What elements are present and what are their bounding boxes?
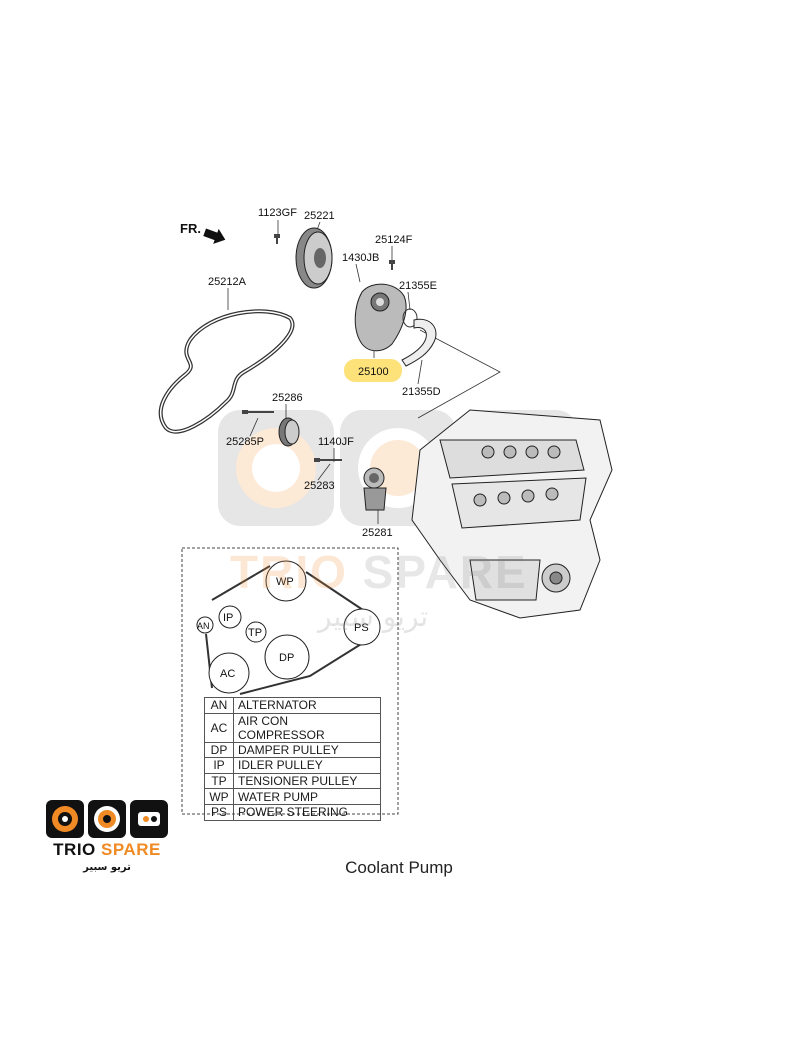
legend-code: DP (204, 741, 234, 759)
brand-name-part2: SPARE (101, 840, 161, 859)
legend-code: TP (204, 772, 234, 790)
legend-code: AC (204, 712, 234, 743)
gasket-ring-icon (402, 308, 418, 328)
label-25283: 25283 (304, 480, 335, 492)
bolt-icon (242, 234, 395, 462)
watermark-part2: SPARE (362, 546, 528, 598)
pulley-ip-label: IP (223, 612, 233, 624)
label-25285p: 25285P (226, 436, 264, 448)
label-21355d: 21355D (402, 386, 441, 398)
pulley-ps-label: PS (354, 622, 369, 634)
brand-name-arabic: تريو سبير (83, 862, 131, 873)
legend-code: PS (204, 803, 234, 821)
belt-highlight (160, 310, 294, 433)
gasket-icon (401, 318, 437, 367)
legend-name: ALTERNATOR (233, 697, 381, 714)
watermark-arabic: تريو سبير (318, 600, 429, 633)
pulley-dp-label: DP (279, 652, 294, 664)
label-25124f: 25124F (375, 234, 413, 246)
label-1140jf: 1140JF (318, 436, 354, 448)
watermark-text: TRIO SPARE (230, 545, 528, 599)
routing-pulley-labels: WP IP AN TP PS DP AC (197, 576, 369, 680)
legend-code: AN (204, 697, 234, 714)
legend-name: AIR CON COMPRESSOR (233, 712, 381, 743)
water-pump-pulley-icon (295, 227, 333, 289)
tensioner-icon (363, 467, 387, 511)
page-caption: Coolant Pump (345, 858, 453, 877)
label-25212a: 25212A (208, 276, 247, 288)
label-25221: 25221 (304, 210, 335, 222)
front-arrow-icon (203, 228, 226, 244)
idler-pulley-icon (278, 417, 300, 447)
label-25286: 25286 (272, 392, 303, 404)
highlight-25100 (344, 359, 402, 382)
pulley-wp-label: WP (276, 576, 294, 588)
pulley-an-label: AN (197, 621, 210, 631)
legend-code: IP (204, 757, 234, 774)
legend-code: WP (204, 788, 234, 805)
brand-name-part1: TRIO (53, 840, 96, 859)
legend-name: TENSIONER PULLEY (233, 772, 381, 790)
pulley-tp-label: TP (248, 627, 262, 639)
routing-belt-icon (205, 565, 375, 695)
brand-logo-icon (46, 800, 168, 838)
brand-name: TRIO SPARE (46, 840, 168, 860)
front-marker: FR. (180, 221, 201, 236)
legend-name: DAMPER PULLEY (233, 741, 381, 759)
legend-name: POWER STEERING (233, 803, 381, 821)
label-1430jb: 1430JB (342, 252, 379, 264)
label-25100: 25100 (358, 366, 389, 378)
routing-pulleys (196, 560, 381, 694)
label-1123gf: 1123GF (258, 207, 297, 219)
pulley-ac-label: AC (220, 668, 235, 680)
watermark-part1: TRIO (230, 546, 348, 598)
label-21355e: 21355E (399, 280, 437, 292)
label-25281: 25281 (362, 527, 393, 539)
water-pump-icon (354, 283, 407, 352)
legend-name: IDLER PULLEY (233, 757, 381, 774)
leader-lines (227, 220, 501, 524)
legend-name: WATER PUMP (233, 788, 381, 805)
engine-block-icon (411, 409, 613, 619)
